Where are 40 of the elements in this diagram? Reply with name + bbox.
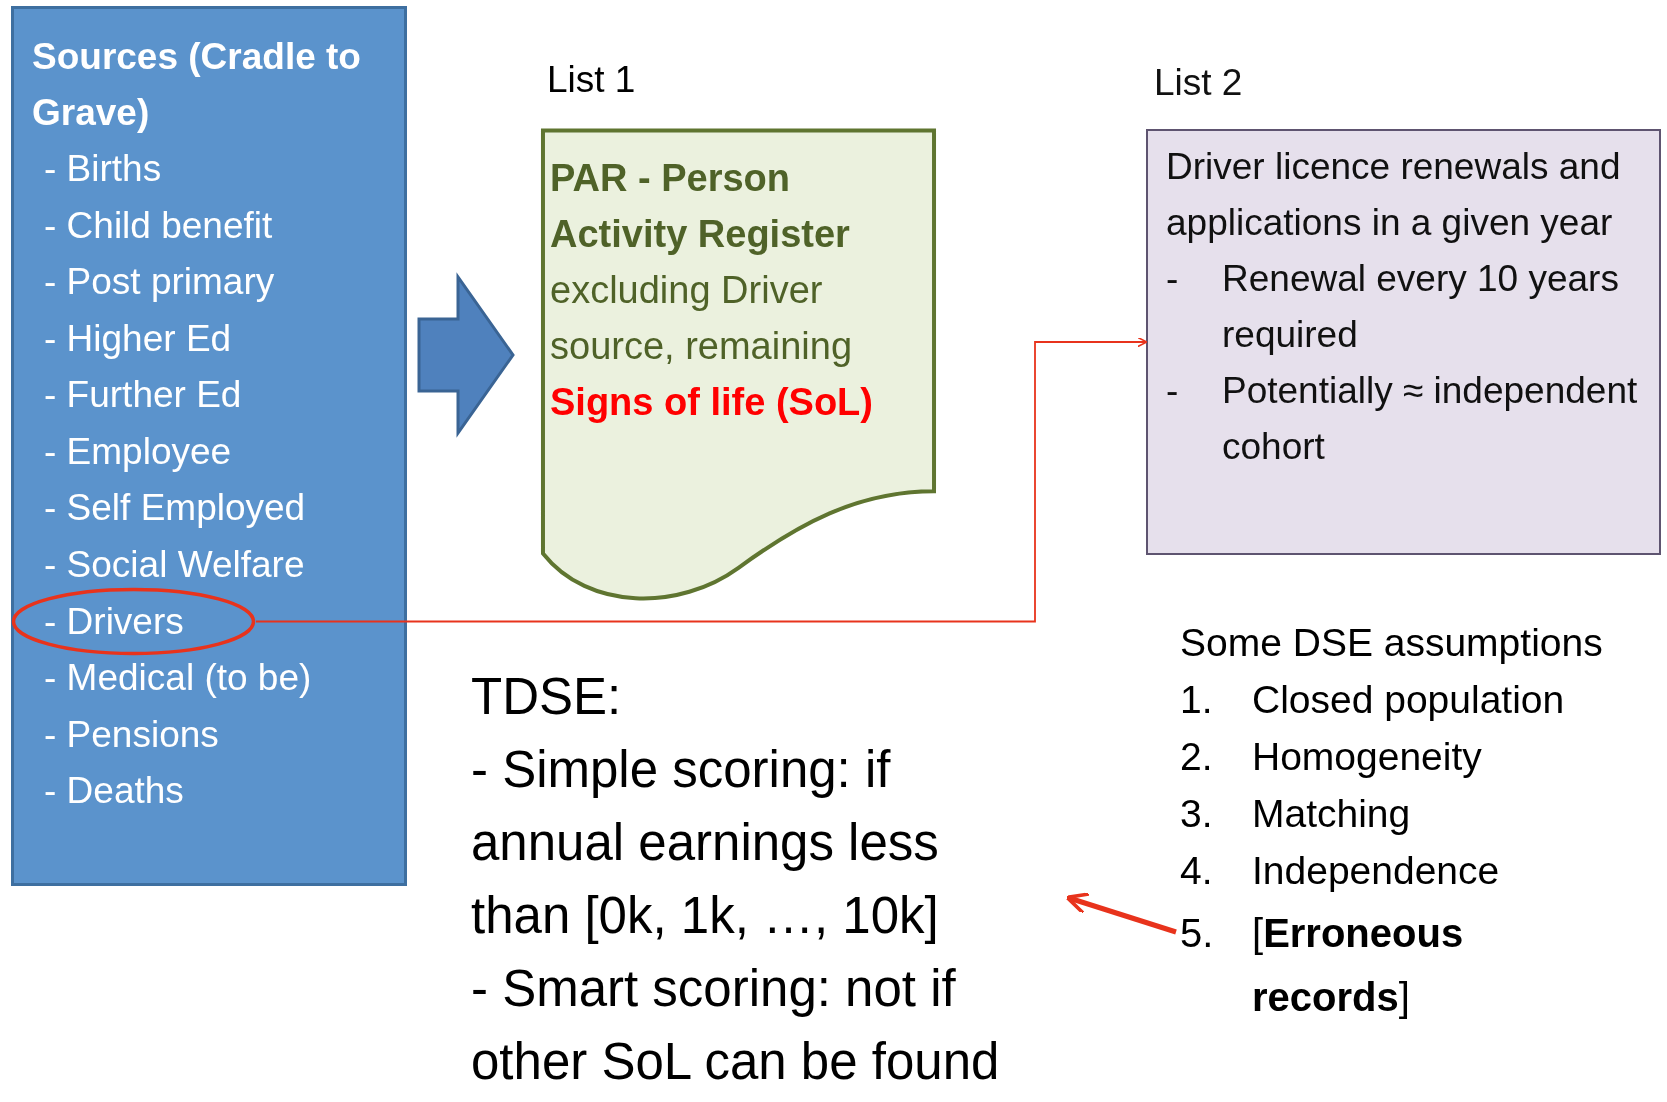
list-item: Independence: [1252, 848, 1500, 894]
list-item: - Deaths: [44, 769, 184, 813]
list-item: - Self Employed: [44, 486, 306, 530]
list-item: - Social Welfare: [44, 542, 305, 587]
list-item: Homogeneity: [1252, 734, 1482, 780]
list-item: Closed population: [1252, 677, 1565, 723]
list-item: - Pensions: [44, 712, 219, 757]
bullet-mark: -: [1166, 257, 1179, 301]
description-text: excluding Driver source, remaining: [550, 268, 854, 369]
heading-text: TDSE:: [471, 667, 622, 727]
bullet-mark: -: [1166, 369, 1179, 413]
arrow: [255, 336, 1148, 623]
item-number: 2.: [1180, 734, 1213, 780]
list-item: - Further Ed: [44, 373, 242, 417]
note-text: - Smart scoring: not if other SoL can be found: [471, 959, 1001, 1092]
list-item: - Child benefit: [44, 203, 273, 248]
list-title: List 1: [547, 58, 636, 102]
list-item: - Births: [44, 147, 162, 191]
block-arrow: [417, 272, 515, 438]
item-text: [Erroneous records]: [1252, 910, 1465, 1021]
list-title: List 2: [1154, 61, 1243, 105]
item-number: 1.: [1180, 677, 1213, 723]
box-heading: Sources (Cradle to Grave): [32, 35, 362, 135]
list-item: Matching: [1252, 791, 1411, 837]
item-number: 3.: [1180, 791, 1213, 837]
list-item: - Medical (to be): [44, 656, 312, 700]
list-heading: Some DSE assumptions: [1180, 620, 1603, 666]
list-item: - Employee: [44, 429, 232, 474]
description-text: Driver licence renewals and applications in a given year: [1166, 145, 1622, 245]
circled-item: - Drivers: [11, 587, 256, 656]
item-number: 5.: [1180, 910, 1214, 957]
bullet-text: Potentially ≈ independent cohort: [1222, 369, 1639, 469]
list-item: - Post primary: [44, 260, 275, 304]
item-number: 4.: [1180, 848, 1213, 894]
list-item: - Higher Ed: [44, 316, 232, 361]
arrow: [1065, 892, 1177, 935]
source-list-box: [11, 6, 407, 886]
highlight-text: Signs of life (SoL): [550, 380, 874, 425]
note-text: - Simple scoring: if annual earnings less than [0k, 1k, …, 10k]: [471, 740, 940, 946]
bullet-text: Renewal every 10 years required: [1222, 257, 1620, 357]
